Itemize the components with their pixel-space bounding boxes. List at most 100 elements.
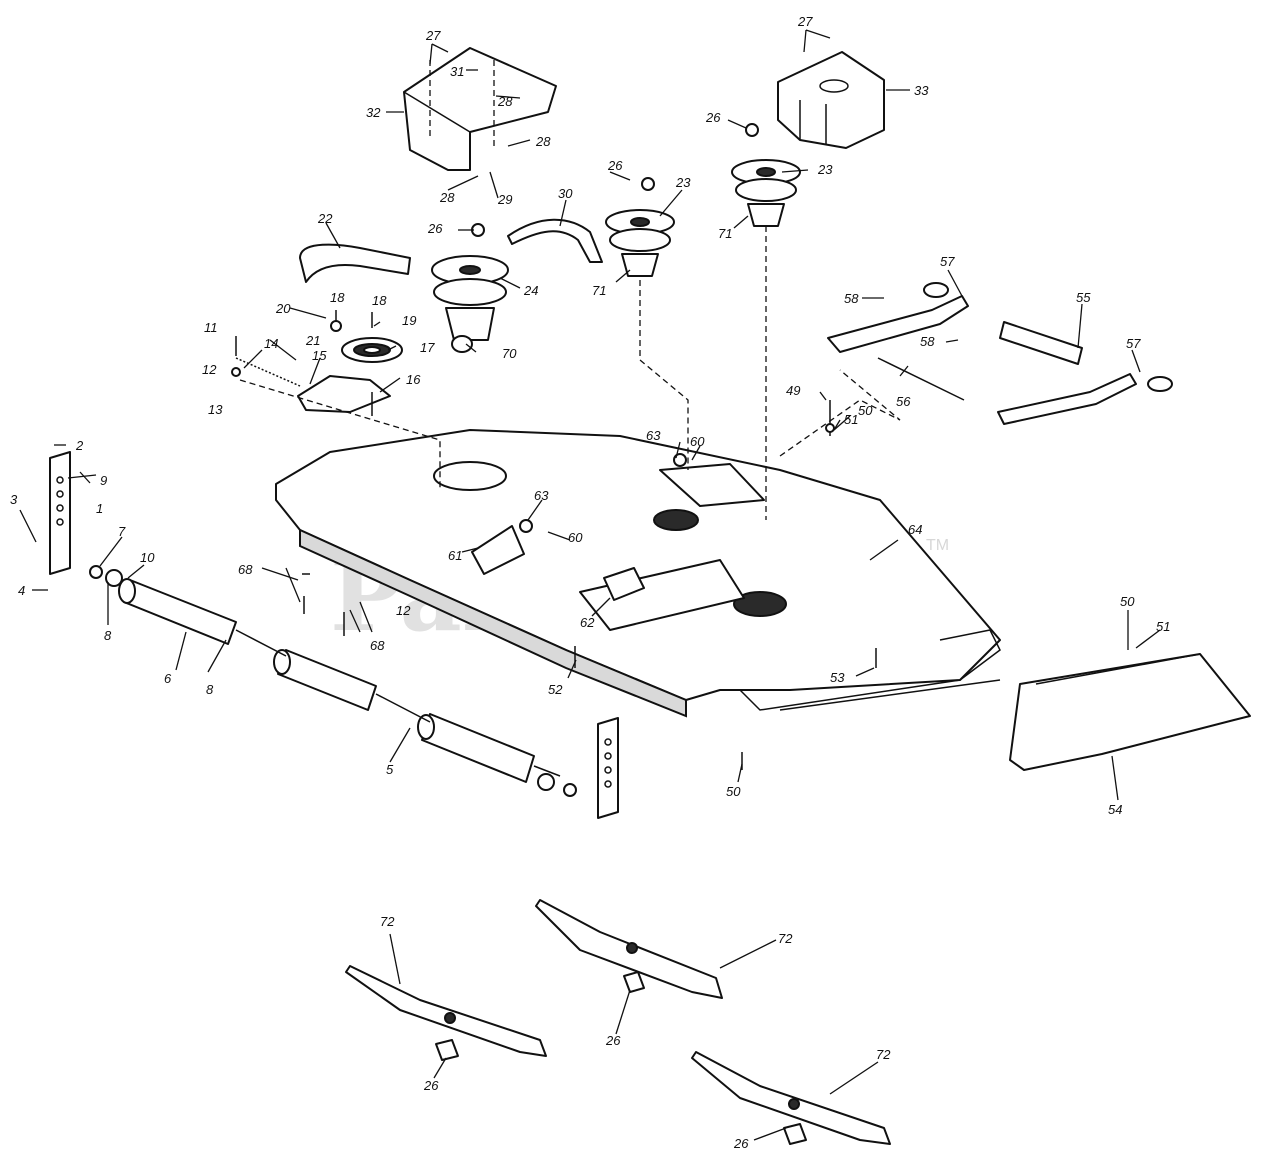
- callout-labels: 1 2 3 4 5 6 7 8 8 9 10 11 12 12 13 14 15…: [10, 14, 1170, 1151]
- callout-27a: 27: [425, 28, 441, 43]
- callout-10: 10: [140, 550, 155, 565]
- callout-21: 21: [305, 333, 320, 348]
- watermark-trademark: TM: [926, 537, 949, 554]
- callout-32: 32: [366, 105, 381, 120]
- callout-63b: 63: [534, 488, 549, 503]
- callout-60b: 60: [568, 530, 583, 545]
- callout-71a: 71: [592, 283, 606, 298]
- callout-8a: 8: [104, 628, 112, 643]
- idler-pulley-17: [341, 337, 403, 363]
- spindle-pulley-23-right: [731, 159, 801, 227]
- callout-23a: 23: [675, 175, 691, 190]
- callout-60a: 60: [690, 434, 705, 449]
- callout-16: 16: [406, 372, 421, 387]
- callout-7: 7: [118, 524, 126, 539]
- right-belt-cover: [777, 51, 885, 149]
- callout-22: 22: [317, 211, 333, 226]
- idler-arm-15: [297, 375, 391, 413]
- callout-20: 20: [275, 301, 291, 316]
- callout-17: 17: [420, 340, 435, 355]
- callout-28a: 28: [497, 94, 513, 109]
- callout-30: 30: [558, 186, 573, 201]
- callout-50b: 50: [1120, 594, 1135, 609]
- assembly-line-3: [239, 379, 441, 490]
- callout-18b: 18: [372, 293, 387, 308]
- callout-4: 4: [18, 583, 25, 598]
- callout-72a: 72: [380, 914, 395, 929]
- callout-53: 53: [830, 670, 845, 685]
- callout-18a: 18: [330, 290, 345, 305]
- callout-3: 3: [10, 492, 18, 507]
- callout-72b: 72: [778, 931, 793, 946]
- callout-50a: 50: [858, 403, 873, 418]
- callout-19: 19: [402, 313, 416, 328]
- callout-28c: 28: [439, 190, 455, 205]
- belt-22: [299, 243, 411, 283]
- callout-15: 15: [312, 348, 327, 363]
- callout-24: 24: [523, 283, 538, 298]
- height-bracket-holes-left: [56, 476, 64, 526]
- callout-72c: 72: [876, 1047, 891, 1062]
- callout-26d: 26: [605, 1033, 621, 1048]
- blade-72-right: [691, 1051, 891, 1145]
- callout-71b: 71: [718, 226, 732, 241]
- assembly-line-1: [639, 280, 689, 470]
- callout-70: 70: [502, 346, 517, 361]
- callout-52: 52: [548, 682, 563, 697]
- left-belt-cover: [403, 47, 557, 171]
- callout-26a: 26: [607, 158, 623, 173]
- callout-58b: 58: [920, 334, 935, 349]
- callout-6: 6: [164, 671, 172, 686]
- blade-72-left: [345, 965, 547, 1061]
- callout-57a: 57: [940, 254, 955, 269]
- callout-12b: 12: [396, 603, 411, 618]
- callout-56: 56: [896, 394, 911, 409]
- lift-assembly: [827, 282, 1173, 425]
- callout-26b: 26: [705, 110, 721, 125]
- callout-26f: 26: [733, 1136, 749, 1151]
- callout-1: 1: [96, 501, 103, 516]
- callout-13: 13: [208, 402, 223, 417]
- belt-30: [507, 218, 603, 263]
- callout-26c: 26: [427, 221, 443, 236]
- callout-26e: 26: [423, 1078, 439, 1093]
- callout-8b: 8: [206, 682, 214, 697]
- height-bracket-9: [49, 451, 71, 575]
- callout-5: 5: [386, 762, 394, 777]
- callout-50c: 50: [726, 784, 741, 799]
- callout-51b: 51: [1156, 619, 1170, 634]
- callout-2: 2: [75, 438, 84, 453]
- bracket-62: [603, 567, 645, 601]
- deflector-54: [1009, 653, 1251, 771]
- callout-68b: 68: [370, 638, 385, 653]
- spindle-pulley-24: [431, 255, 509, 353]
- hardware-parts: [231, 123, 877, 770]
- blade-72-center: [535, 899, 723, 999]
- callout-27b: 27: [797, 14, 813, 29]
- callout-57b: 57: [1126, 336, 1141, 351]
- callout-61: 61: [448, 548, 462, 563]
- callout-23b: 23: [817, 162, 833, 177]
- callout-11: 11: [204, 320, 218, 335]
- mower-deck-housing: [275, 429, 1001, 718]
- deck-roller-assembly: [89, 565, 577, 797]
- callout-68a: 68: [238, 562, 253, 577]
- callout-28b: 28: [535, 134, 551, 149]
- callout-9: 9: [100, 473, 107, 488]
- callout-14: 14: [264, 336, 278, 351]
- callout-63a: 63: [646, 428, 661, 443]
- height-bracket-holes-right: [604, 738, 612, 788]
- callout-62: 62: [580, 615, 595, 630]
- callout-33: 33: [914, 83, 929, 98]
- assembly-line-4: [779, 369, 901, 457]
- callout-31: 31: [450, 64, 464, 79]
- callout-54: 54: [1108, 802, 1122, 817]
- callout-51a: 51: [844, 412, 858, 427]
- spindle-pulley-23-center: [605, 209, 675, 277]
- height-bracket-right: [597, 717, 619, 819]
- callout-58a: 58: [844, 291, 859, 306]
- leader-lines: [19, 29, 1161, 1141]
- callout-55: 55: [1076, 290, 1091, 305]
- callout-64: 64: [908, 522, 922, 537]
